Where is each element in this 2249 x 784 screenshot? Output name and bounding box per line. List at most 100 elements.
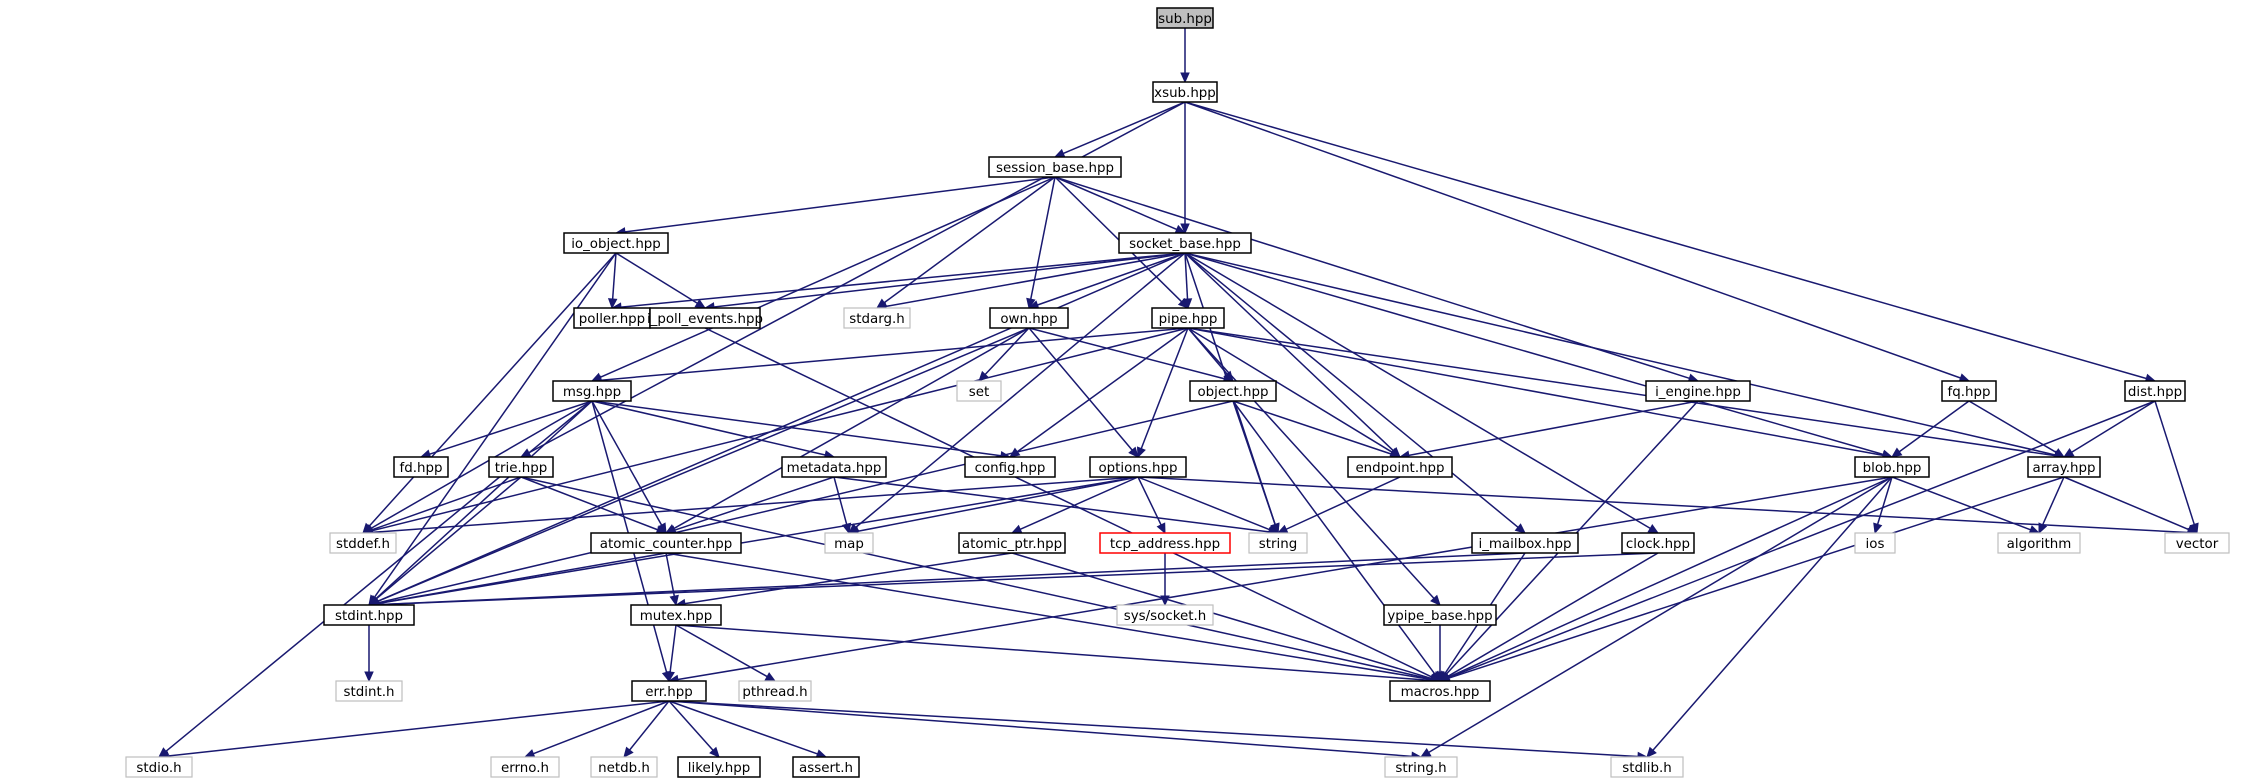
node-box: [630, 604, 722, 626]
edge-msg-to-stdint_hpp: [368, 400, 593, 606]
node-errno[interactable]: errno.h: [490, 756, 560, 778]
edge-mutex-to-err: [665, 624, 677, 683]
edge-msg-to-fd: [419, 400, 593, 459]
node-atomic-counter[interactable]: atomic_counter.hpp: [590, 532, 742, 554]
node-object[interactable]: object.hpp: [1189, 380, 1277, 402]
node-session-base[interactable]: session_base.hpp: [988, 156, 1122, 178]
node-box: [677, 756, 761, 778]
node-box: [1383, 604, 1497, 626]
node-map[interactable]: map: [824, 532, 874, 554]
node-sys-socket[interactable]: sys/socket.h: [1116, 604, 1214, 626]
node-config[interactable]: config.hpp: [964, 456, 1056, 478]
node-label: string: [1259, 537, 1297, 552]
node-label: atomic_counter.hpp: [600, 537, 733, 552]
node-box: [1471, 532, 1579, 554]
node-clock[interactable]: clock.hpp: [1621, 532, 1695, 554]
edge-socket_base-to-map: [848, 252, 1186, 534]
node-box: [781, 456, 887, 478]
edge-socket_base-to-pipe: [1182, 252, 1193, 310]
node-label: trie.hpp: [495, 461, 547, 476]
node-box: [1997, 532, 2081, 554]
node-label: array.hpp: [2033, 461, 2096, 476]
edge-pipe-to-options: [1136, 327, 1189, 459]
node-label: endpoint.hpp: [1355, 461, 1444, 476]
node-box: [2164, 532, 2230, 554]
node-io-object[interactable]: io_object.hpp: [563, 232, 669, 254]
node-label: atomic_ptr.hpp: [962, 537, 1062, 552]
node-label: fd.hpp: [400, 461, 443, 476]
edge-dist-to-array: [2062, 400, 2156, 458]
node-fd[interactable]: fd.hpp: [393, 456, 449, 478]
node-label: stdlib.h: [1622, 761, 1671, 776]
node-box: [1116, 604, 1214, 626]
node-box: [2124, 380, 2186, 402]
edge-err-to-netdb: [623, 700, 670, 758]
node-err[interactable]: err.hpp: [631, 680, 707, 702]
node-xsub[interactable]: xsub.hpp: [1152, 81, 1218, 103]
node-box: [1152, 81, 1218, 103]
node-stdlib[interactable]: stdlib.h: [1610, 756, 1684, 778]
node-trie[interactable]: trie.hpp: [488, 456, 554, 478]
node-macros[interactable]: macros.hpp: [1389, 680, 1491, 702]
node-label: ios: [1866, 537, 1885, 552]
node-string-h[interactable]: string.h: [1384, 756, 1458, 778]
node-pipe[interactable]: pipe.hpp: [1151, 307, 1225, 329]
node-poller[interactable]: poller.hpp: [573, 307, 651, 329]
node-i-engine[interactable]: i_engine.hpp: [1645, 380, 1751, 402]
edge-options-to-tcp_address: [1137, 476, 1166, 535]
node-i-mailbox[interactable]: i_mailbox.hpp: [1471, 532, 1579, 554]
node-metadata[interactable]: metadata.hpp: [781, 456, 887, 478]
edge-xsub-to-dist: [1184, 101, 2157, 383]
node-sub[interactable]: sub.hpp: [1156, 7, 1214, 29]
edge-msg-to-metadata: [591, 400, 836, 460]
node-i-poll-events[interactable]: i_poll_events.hpp: [647, 307, 763, 329]
node-box: [958, 532, 1066, 554]
node-label: clock.hpp: [1626, 537, 1690, 552]
node-stdint-hpp[interactable]: stdint.hpp: [323, 604, 415, 626]
edge-xsub-to-session_base: [1053, 101, 1186, 158]
node-likely[interactable]: likely.hpp: [677, 756, 761, 778]
node-label: i_engine.hpp: [1655, 385, 1741, 400]
node-atomic-ptr[interactable]: atomic_ptr.hpp: [958, 532, 1066, 554]
node-ios[interactable]: ios: [1854, 532, 1896, 554]
node-msg[interactable]: msg.hpp: [552, 380, 632, 402]
node-label: xsub.hpp: [1154, 86, 1216, 101]
node-assert[interactable]: assert.h: [792, 756, 860, 778]
node-blob[interactable]: blob.hpp: [1854, 456, 1930, 478]
node-ypipe-base[interactable]: ypipe_base.hpp: [1383, 604, 1497, 626]
node-socket-base[interactable]: socket_base.hpp: [1118, 232, 1252, 254]
node-array[interactable]: array.hpp: [2027, 456, 2101, 478]
node-tcp-address[interactable]: tcp_address.hpp: [1099, 532, 1231, 554]
edge-atomic_ptr-to-mutex: [674, 552, 1013, 609]
node-fq[interactable]: fq.hpp: [1941, 380, 1997, 402]
node-label: socket_base.hpp: [1129, 237, 1241, 252]
edge-pipe-to-config: [1009, 327, 1189, 458]
node-stddef[interactable]: stddef.h: [329, 532, 397, 554]
node-box: [1118, 232, 1252, 254]
node-endpoint[interactable]: endpoint.hpp: [1347, 456, 1453, 478]
edge-blob-to-ios: [1873, 476, 1893, 535]
node-box: [1189, 380, 1277, 402]
node-options[interactable]: options.hpp: [1089, 456, 1187, 478]
edge-socket_base-to-i_poll_events: [703, 252, 1186, 312]
node-algorithm[interactable]: algorithm: [1997, 532, 2081, 554]
node-dist[interactable]: dist.hpp: [2124, 380, 2186, 402]
node-stdio[interactable]: stdio.h: [125, 756, 193, 778]
edge-err-to-assert: [668, 700, 828, 759]
node-label: stddef.h: [336, 537, 390, 552]
node-set[interactable]: set: [956, 380, 1002, 402]
node-label: own.hpp: [1000, 312, 1057, 327]
node-netdb[interactable]: netdb.h: [590, 756, 658, 778]
node-stdarg[interactable]: stdarg.h: [843, 307, 911, 329]
edge-atomic_ptr-to-macros: [1011, 552, 1442, 683]
node-stdint-h[interactable]: stdint.h: [335, 680, 403, 702]
node-mutex[interactable]: mutex.hpp: [630, 604, 722, 626]
node-vector[interactable]: vector: [2164, 532, 2230, 554]
node-pthread[interactable]: pthread.h: [738, 680, 812, 702]
node-box: [649, 307, 761, 329]
node-label: poller.hpp: [579, 312, 645, 327]
edge-err-to-string_h: [668, 700, 1423, 762]
node-string[interactable]: string: [1248, 532, 1308, 554]
node-own[interactable]: own.hpp: [989, 307, 1069, 329]
